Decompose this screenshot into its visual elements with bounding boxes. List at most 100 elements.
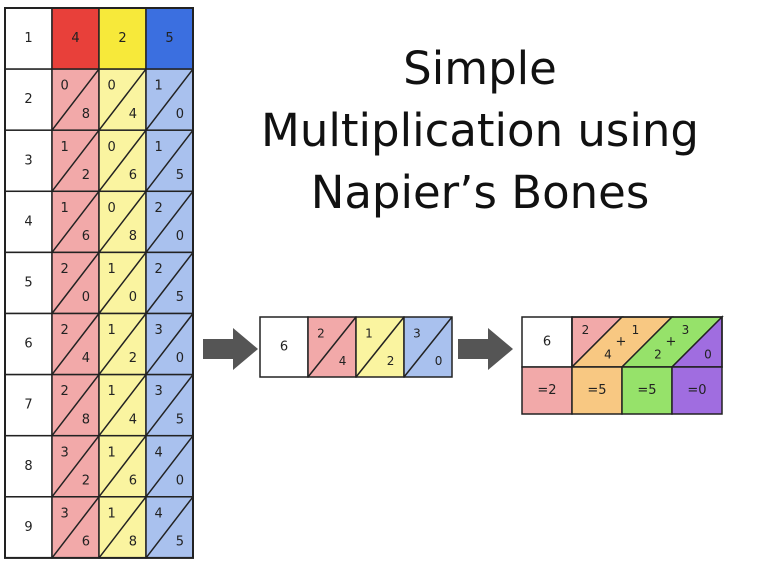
bone-cell-row9-col3-ones-digit: 5 <box>176 535 184 550</box>
selected-index-cell <box>259 316 309 378</box>
bone-header-digit-4: 4 <box>71 31 79 46</box>
index-cell-7 <box>4 373 53 437</box>
bone-cell-row7-col3-diagonal <box>145 374 194 437</box>
selected-cell-3-ones-digit: 0 <box>435 354 443 368</box>
result-sum-text-3: =5 <box>637 383 656 398</box>
index-number-1: 1 <box>24 31 32 46</box>
selected-cell-2-diagonal <box>355 316 405 378</box>
bone-cell-row3-col3-ones-digit: 5 <box>176 168 184 183</box>
bone-cell-row5-col2-diagonal <box>98 251 147 314</box>
bone-cell-row7-col1-diagonal <box>51 374 100 437</box>
result-sum-text-2: =5 <box>587 383 606 398</box>
bone-cell-row5-col2-tens-digit: 1 <box>108 262 116 277</box>
bone-cell-row9-col1-ones-digit: 6 <box>82 535 90 550</box>
result-sum-text-4: =0 <box>687 383 706 398</box>
bone-cell-row3-col3-diagonal <box>145 129 194 192</box>
bone-cell-row2-col1-diagonal <box>51 68 100 131</box>
bone-cell-row4-col3-tens-digit: 2 <box>155 201 163 216</box>
selected-index-number: 6 <box>280 340 288 355</box>
bone-cell-row9-col2-diagonal <box>98 496 147 559</box>
bone-cell-row4-col2-diagonal <box>98 190 147 253</box>
result-tens-digit-1: 2 <box>582 323 590 337</box>
bone-cell-row8-col1-diagonal <box>51 435 100 498</box>
index-number-3: 3 <box>24 153 32 168</box>
result-plus-sign-2: + <box>666 335 677 350</box>
bones-outline <box>4 7 194 559</box>
result-tens-digit-2: 1 <box>632 323 640 337</box>
bone-cell-row6-col1-diagonal <box>51 313 100 376</box>
bone-cell-row8-col1-ones-digit: 2 <box>82 473 90 488</box>
result-tens-digit-3: 3 <box>682 323 690 337</box>
bone-cell-row6-col3-ones-digit: 0 <box>176 351 184 366</box>
selected-cell-1-ones-digit: 4 <box>339 354 347 368</box>
bone-cell-row6-col2-tens-digit: 1 <box>108 323 116 338</box>
result-sum-cell-3 <box>621 366 673 415</box>
selected-cell-2-ones-digit: 2 <box>387 354 395 368</box>
bone-cell-row9-col2-ones-digit: 8 <box>129 535 137 550</box>
index-number-9: 9 <box>24 520 32 535</box>
bone-cell-row9-col1-tens-digit: 3 <box>61 506 69 521</box>
bone-cell-row5-col1-ones-digit: 0 <box>82 290 90 305</box>
bone-cell-row2-col3-diagonal <box>145 68 194 131</box>
result-ones-digit-1: 4 <box>604 348 612 362</box>
bone-cell-row5-col3-diagonal <box>145 251 194 314</box>
bone-cell-row6-col1-tens-digit: 2 <box>61 323 69 338</box>
bone-cell-row2-col2-diagonal <box>98 68 147 131</box>
selected-cell-2-tens-digit: 1 <box>365 326 373 340</box>
bone-cell-row7-col3-ones-digit: 5 <box>176 412 184 427</box>
bone-cell-row5-col2-ones-digit: 0 <box>129 290 137 305</box>
bone-cell-row4-col1-tens-digit: 1 <box>61 201 69 216</box>
bone-cell-row2-col1-ones-digit: 8 <box>82 107 90 122</box>
bone-cell-row4-col3-ones-digit: 0 <box>176 229 184 244</box>
bone-cell-row8-col3-diagonal <box>145 435 194 498</box>
bone-cell-row5-col3-ones-digit: 5 <box>176 290 184 305</box>
bone-cell-row8-col2-tens-digit: 1 <box>108 445 116 460</box>
bone-header-digit-5: 5 <box>165 31 173 46</box>
index-number-2: 2 <box>24 92 32 107</box>
bone-cell-row4-col3-diagonal <box>145 190 194 253</box>
bone-cell-row2-col2-tens-digit: 0 <box>108 79 116 94</box>
bone-cell-row3-col1-tens-digit: 1 <box>61 140 69 155</box>
bone-cell-row5-col1-tens-digit: 2 <box>61 262 69 277</box>
index-number-8: 8 <box>24 459 32 474</box>
title-line-1: Simple <box>403 42 557 95</box>
bone-cell-row6-col2-ones-digit: 2 <box>129 351 137 366</box>
bone-cell-row4-col1-ones-digit: 6 <box>82 229 90 244</box>
bone-cell-row9-col3-tens-digit: 4 <box>155 506 163 521</box>
bone-cell-row7-col2-diagonal <box>98 374 147 437</box>
selected-cell-1-tens-digit: 2 <box>317 326 325 340</box>
result-index-number: 6 <box>543 335 551 350</box>
bone-cell-row9-col1-diagonal <box>51 496 100 559</box>
bone-cell-row7-col1-tens-digit: 2 <box>61 384 69 399</box>
index-number-4: 4 <box>24 214 32 229</box>
bone-cell-row5-col3-tens-digit: 2 <box>155 262 163 277</box>
bone-cell-row4-col2-tens-digit: 0 <box>108 201 116 216</box>
bone-cell-row6-col2-diagonal <box>98 313 147 376</box>
selected-cell-3-diagonal <box>403 316 453 378</box>
index-number-5: 5 <box>24 275 32 290</box>
title-line-3: Napier’s Bones <box>310 166 650 219</box>
bone-cell-row2-col2-ones-digit: 4 <box>129 107 137 122</box>
bone-cell-row9-col2-tens-digit: 1 <box>108 506 116 521</box>
bone-cell-row4-col2-ones-digit: 8 <box>129 229 137 244</box>
bone-cell-row8-col2-ones-digit: 6 <box>129 473 137 488</box>
bone-cell-row7-col2-ones-digit: 4 <box>129 412 137 427</box>
bone-cell-row6-col3-tens-digit: 3 <box>155 323 163 338</box>
bone-cell-row8-col3-tens-digit: 4 <box>155 445 163 460</box>
bone-cell-row6-col1-ones-digit: 4 <box>82 351 90 366</box>
bone-header-digit-2: 2 <box>118 31 126 46</box>
bone-cell-row7-col3-tens-digit: 3 <box>155 384 163 399</box>
result-sum-cell-4 <box>671 366 723 415</box>
bone-cell-row2-col3-ones-digit: 0 <box>176 107 184 122</box>
bone-cell-row7-col2-tens-digit: 1 <box>108 384 116 399</box>
arrow-right-icon <box>203 328 258 370</box>
bone-cell-row8-col2-diagonal <box>98 435 147 498</box>
result-ones-digit-2: 2 <box>654 348 662 362</box>
result-sum-cell-2 <box>571 366 623 415</box>
result-ones-digit-3: 0 <box>704 348 712 362</box>
bone-cell-row3-col2-diagonal <box>98 129 147 192</box>
result-plus-sign-1: + <box>616 335 627 350</box>
selected-cell-3-tens-digit: 3 <box>413 326 421 340</box>
bone-cell-row3-col3-tens-digit: 1 <box>155 140 163 155</box>
